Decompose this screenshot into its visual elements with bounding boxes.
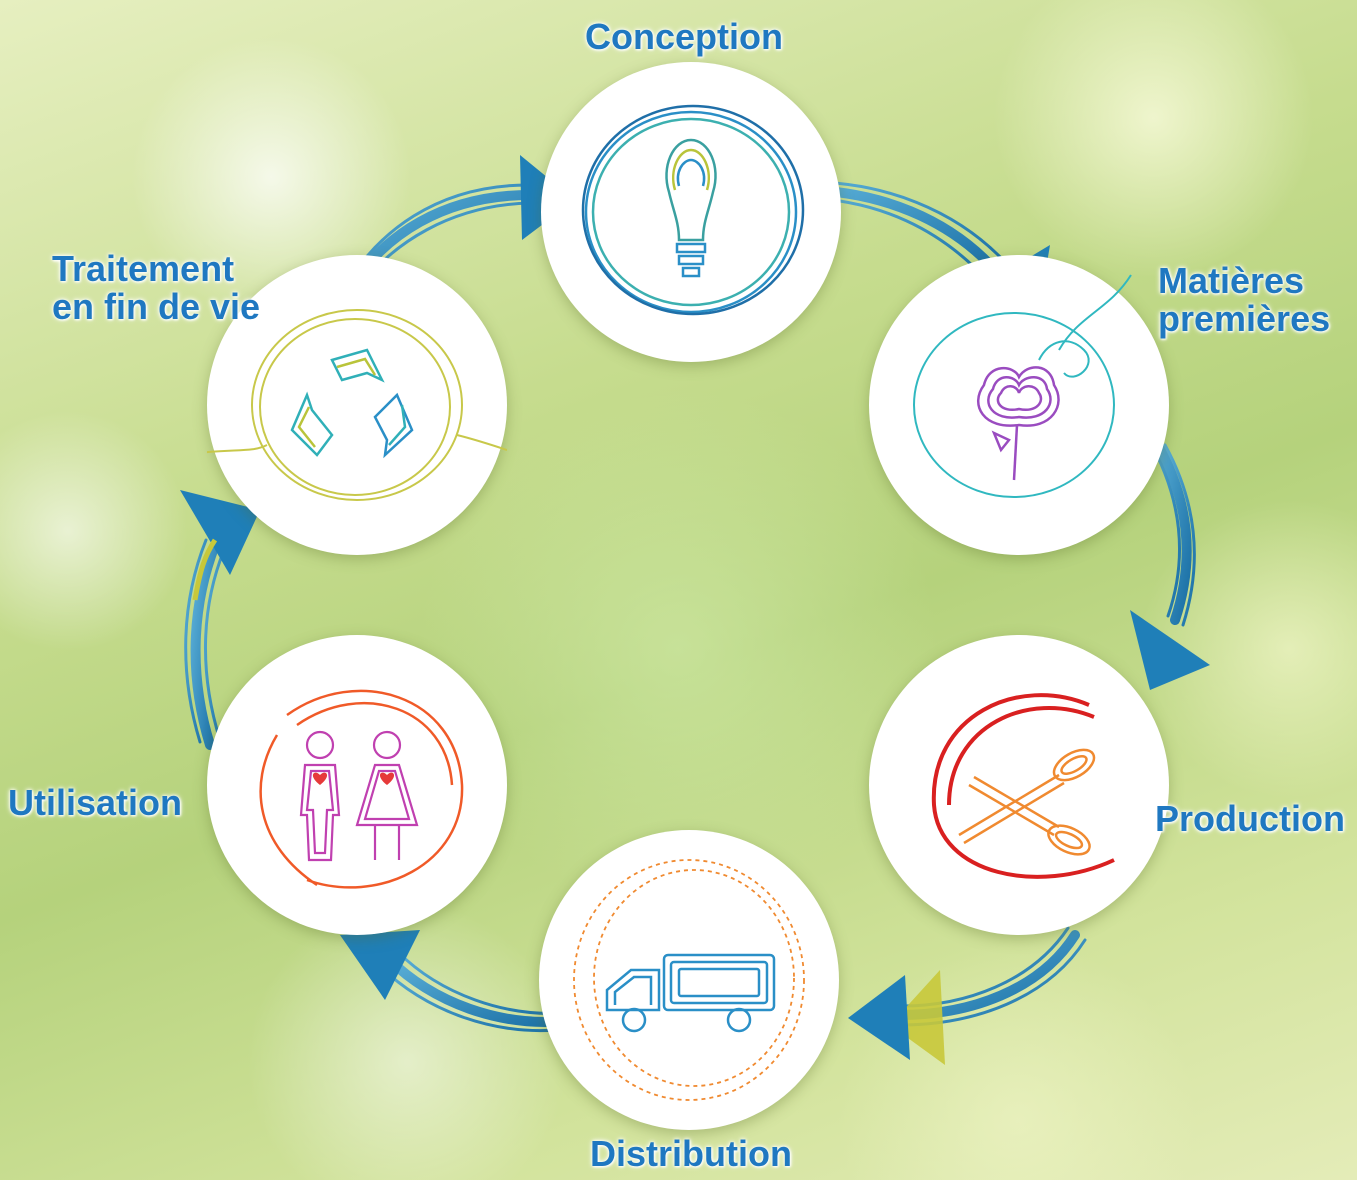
label-production: Production bbox=[1155, 800, 1345, 838]
arrowhead-distribution bbox=[848, 975, 910, 1060]
label-traitement-fin-de-vie: Traitement en fin de vie bbox=[52, 250, 260, 326]
arrow-matieres-to-production bbox=[1146, 435, 1196, 627]
arrow-accent-stroke bbox=[192, 538, 218, 601]
arrowhead-traitement bbox=[180, 490, 260, 575]
label-utilisation: Utilisation bbox=[8, 784, 182, 822]
arrow-utilisation-to-traitement bbox=[184, 538, 226, 750]
truck-icon bbox=[573, 859, 805, 1101]
lightbulb-icon bbox=[581, 104, 805, 316]
node-production bbox=[869, 635, 1169, 935]
heart-left bbox=[312, 772, 328, 785]
node-traitement bbox=[207, 255, 507, 555]
node-utilisation bbox=[207, 635, 507, 935]
label-line: Traitement bbox=[52, 248, 235, 289]
arrowhead-distribution-accent bbox=[890, 970, 945, 1065]
scissors-icon bbox=[931, 693, 1115, 879]
label-line: Utilisation bbox=[8, 782, 183, 823]
label-line: premières bbox=[1158, 298, 1331, 339]
node-distribution bbox=[539, 830, 839, 1130]
cotton-flower-icon bbox=[913, 274, 1132, 498]
label-line: Production bbox=[1155, 798, 1345, 839]
recycle-icon bbox=[207, 309, 507, 501]
label-matieres-premieres: Matières premières bbox=[1158, 262, 1330, 338]
heart-right bbox=[379, 772, 395, 785]
people-icon bbox=[259, 689, 464, 889]
label-line: Distribution bbox=[590, 1133, 792, 1174]
node-matieres bbox=[869, 255, 1169, 555]
label-line: en fin de vie bbox=[52, 286, 261, 327]
label-conception: Conception bbox=[585, 18, 783, 56]
label-line: Conception bbox=[585, 16, 783, 57]
node-conception bbox=[541, 62, 841, 362]
arrowhead-production bbox=[1130, 610, 1210, 690]
label-line: Matières bbox=[1158, 260, 1305, 301]
arrowhead-utilisation bbox=[340, 930, 420, 1000]
label-distribution: Distribution bbox=[590, 1135, 792, 1173]
